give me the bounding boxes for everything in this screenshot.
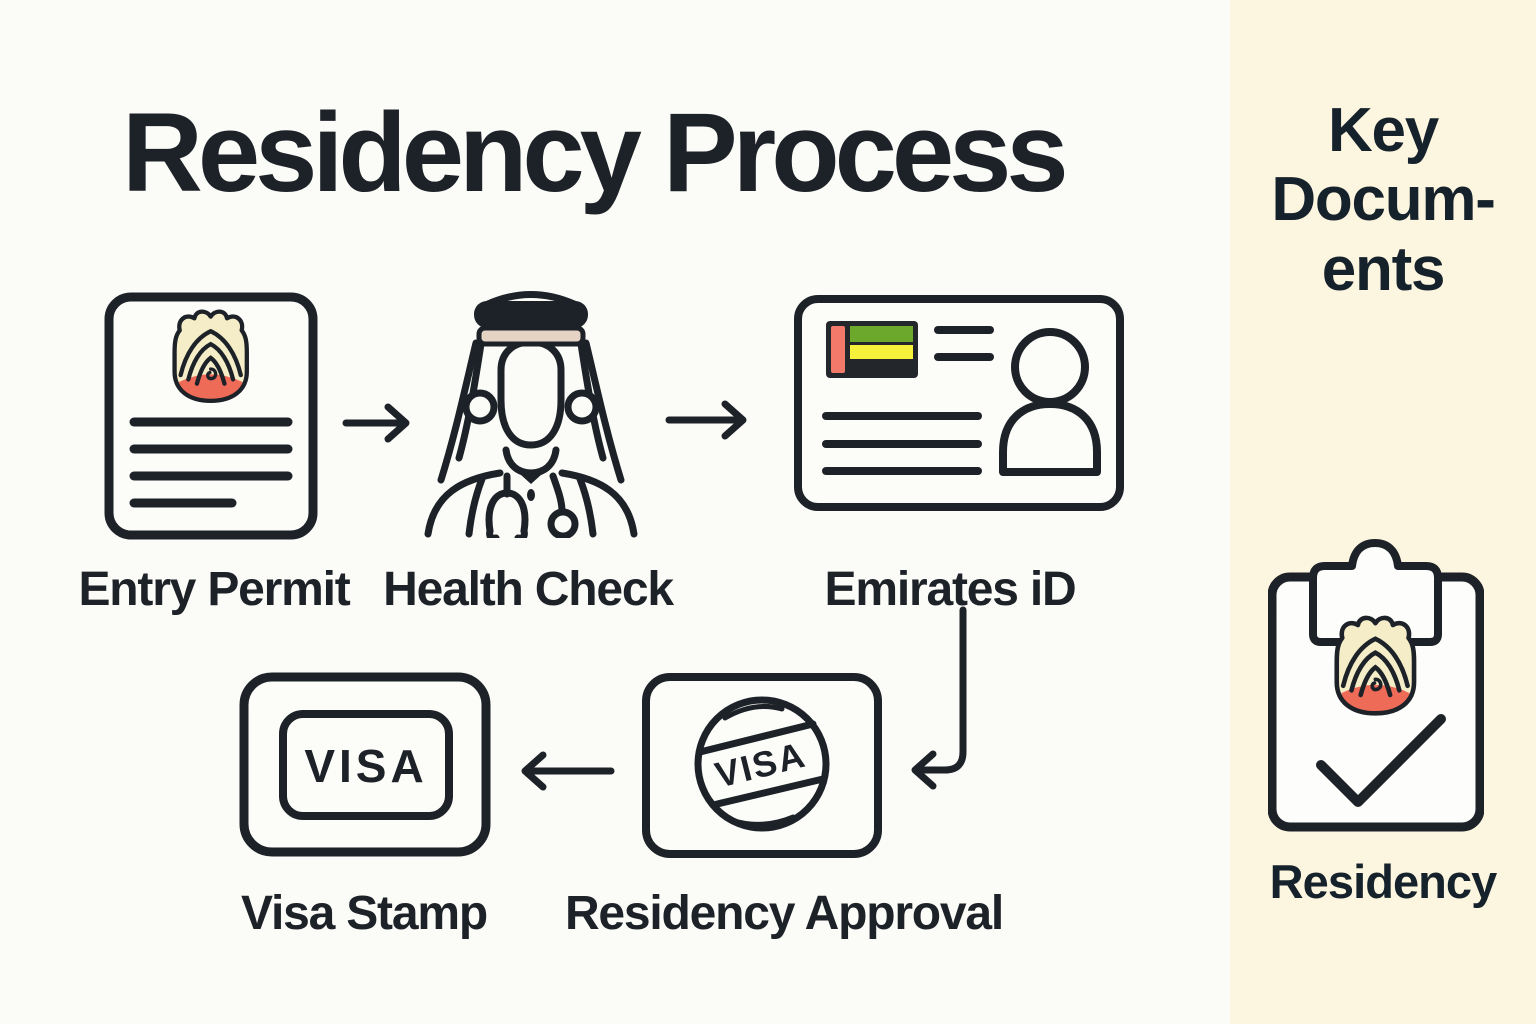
step-label-residency-approval: Residency Approval	[564, 887, 1004, 940]
arrow-left-icon	[521, 751, 615, 791]
step-label-emirates-id: Emirates iD	[824, 563, 1077, 616]
visa-stamp-card-icon: VISA	[239, 672, 491, 857]
person-silhouette-icon	[999, 328, 1101, 476]
flag-icon	[826, 321, 918, 378]
step-label-visa-stamp: Visa Stamp	[241, 887, 488, 940]
sidebar-title: Key Docum- ents	[1271, 96, 1496, 304]
clipboard-check-icon	[1268, 538, 1484, 838]
round-visa-stamp-icon: VISA	[641, 672, 883, 859]
entry-permit-document-icon	[104, 292, 318, 540]
uae-falcon-emblem-icon	[172, 309, 249, 404]
arrow-right-icon	[665, 400, 747, 440]
uae-falcon-emblem-icon	[1334, 615, 1417, 716]
elbow-connector-arrow-icon	[911, 606, 967, 790]
arrow-right-icon	[342, 403, 410, 443]
emirates-id-card-icon	[793, 294, 1125, 512]
key-documents-panel: Key Docum- ents Residency	[1230, 0, 1536, 1024]
doctor-in-ghutra-icon	[422, 280, 640, 538]
flow-diagram-area: Residency Process	[78, 90, 1125, 940]
visa-card-text: VISA	[304, 740, 427, 792]
step-label-entry-permit: Entry Permit	[78, 563, 350, 616]
page-title: Residency Process	[122, 90, 1069, 215]
step-label-health-check: Health Check	[383, 563, 674, 616]
checkmark-icon	[1316, 714, 1446, 807]
sidebar-item-label-residency: Residency	[1269, 855, 1498, 908]
